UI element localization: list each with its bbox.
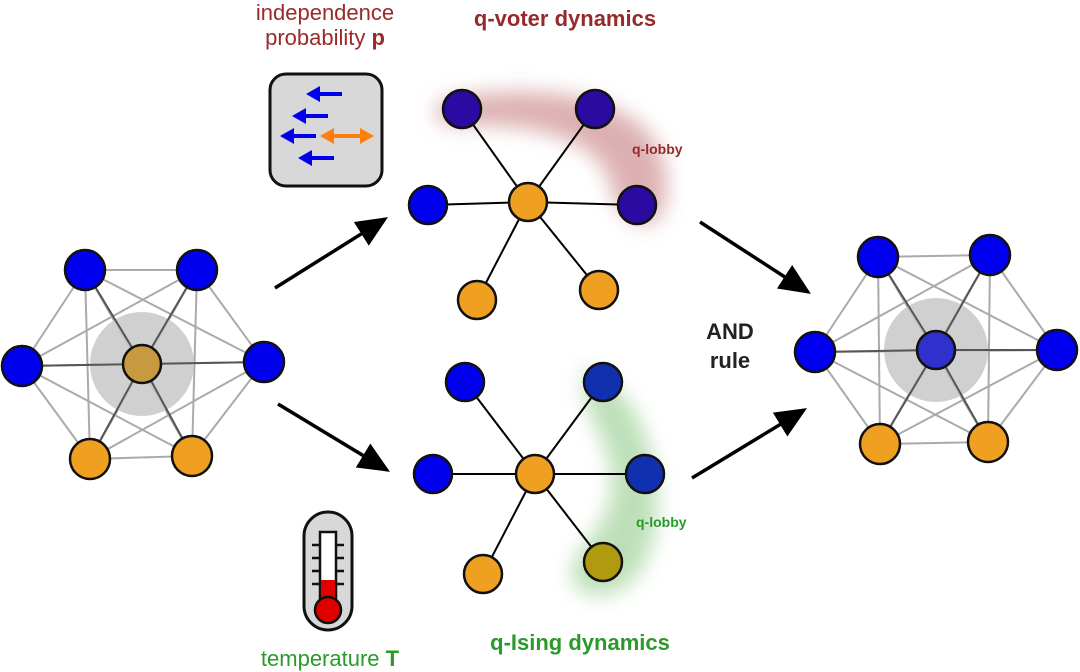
qising-node-blue — [412, 453, 454, 495]
right-node-blue — [793, 330, 837, 374]
qvoter-title: q-voter dynamics — [473, 6, 657, 31]
right-network — [793, 233, 1079, 466]
left-node-blue — [175, 248, 219, 292]
left-network — [0, 248, 286, 481]
qising-lobby-shade — [571, 368, 658, 596]
qising-network — [412, 361, 666, 595]
qising-node-blue — [444, 361, 486, 403]
qvoter-lobby-label: q-lobby — [632, 141, 683, 157]
qising-node-orange — [462, 553, 504, 595]
right-node-orange — [966, 420, 1010, 464]
right-center-node — [915, 329, 957, 371]
qvoter-center-node — [507, 181, 549, 223]
qvoter-node-blue — [407, 184, 449, 226]
independence-symbol: p — [371, 25, 385, 51]
temperature-label: temperature T — [230, 646, 430, 671]
qising-title: q-Ising dynamics — [490, 630, 670, 655]
left-node-blue — [242, 340, 286, 384]
left-node-orange — [68, 437, 112, 481]
left-node-blue — [0, 344, 44, 388]
arrow-qising-to-result — [691, 408, 807, 480]
right-node-orange — [858, 422, 902, 466]
qvoter-node-orange — [456, 279, 498, 321]
flow-arrows — [274, 217, 811, 480]
qising-lobby-node — [582, 361, 624, 403]
qising-lobby-label: q-lobby — [636, 514, 687, 530]
left-node-orange — [170, 434, 214, 478]
independence-probability-label: independence probability p — [205, 0, 445, 51]
left-center-node — [121, 343, 163, 385]
right-node-blue — [968, 233, 1012, 277]
qvoter-lobby-node — [574, 88, 616, 130]
independence-box-icon — [268, 72, 384, 188]
temperature-text: temperature — [260, 646, 386, 671]
qvoter-network — [407, 88, 658, 321]
qvoter-lobby-node — [441, 88, 483, 130]
right-node-blue — [1035, 328, 1079, 372]
arrow-to-qising — [277, 402, 390, 472]
qvoter-lobby-shade — [436, 91, 667, 224]
left-node-blue — [63, 248, 107, 292]
independence-line1: independence — [255, 0, 395, 25]
and-line2: rule — [709, 347, 751, 373]
qising-lobby-node — [624, 453, 666, 495]
and-rule-label: AND rule — [680, 318, 780, 375]
qvoter-lobby-node — [616, 184, 658, 226]
and-line1: AND — [706, 319, 754, 344]
independence-line2: probability p — [205, 25, 445, 50]
arrow-to-qvoter — [274, 217, 388, 290]
arrow-qvoter-to-result — [699, 220, 811, 294]
right-node-blue — [856, 235, 900, 279]
thermometer-icon — [302, 510, 354, 632]
qvoter-node-orange — [578, 269, 620, 311]
qising-lobby-node-olive — [582, 541, 624, 583]
qising-center-node — [514, 453, 556, 495]
independence-line2-text: probability — [265, 25, 372, 51]
temperature-symbol: T — [385, 646, 400, 671]
